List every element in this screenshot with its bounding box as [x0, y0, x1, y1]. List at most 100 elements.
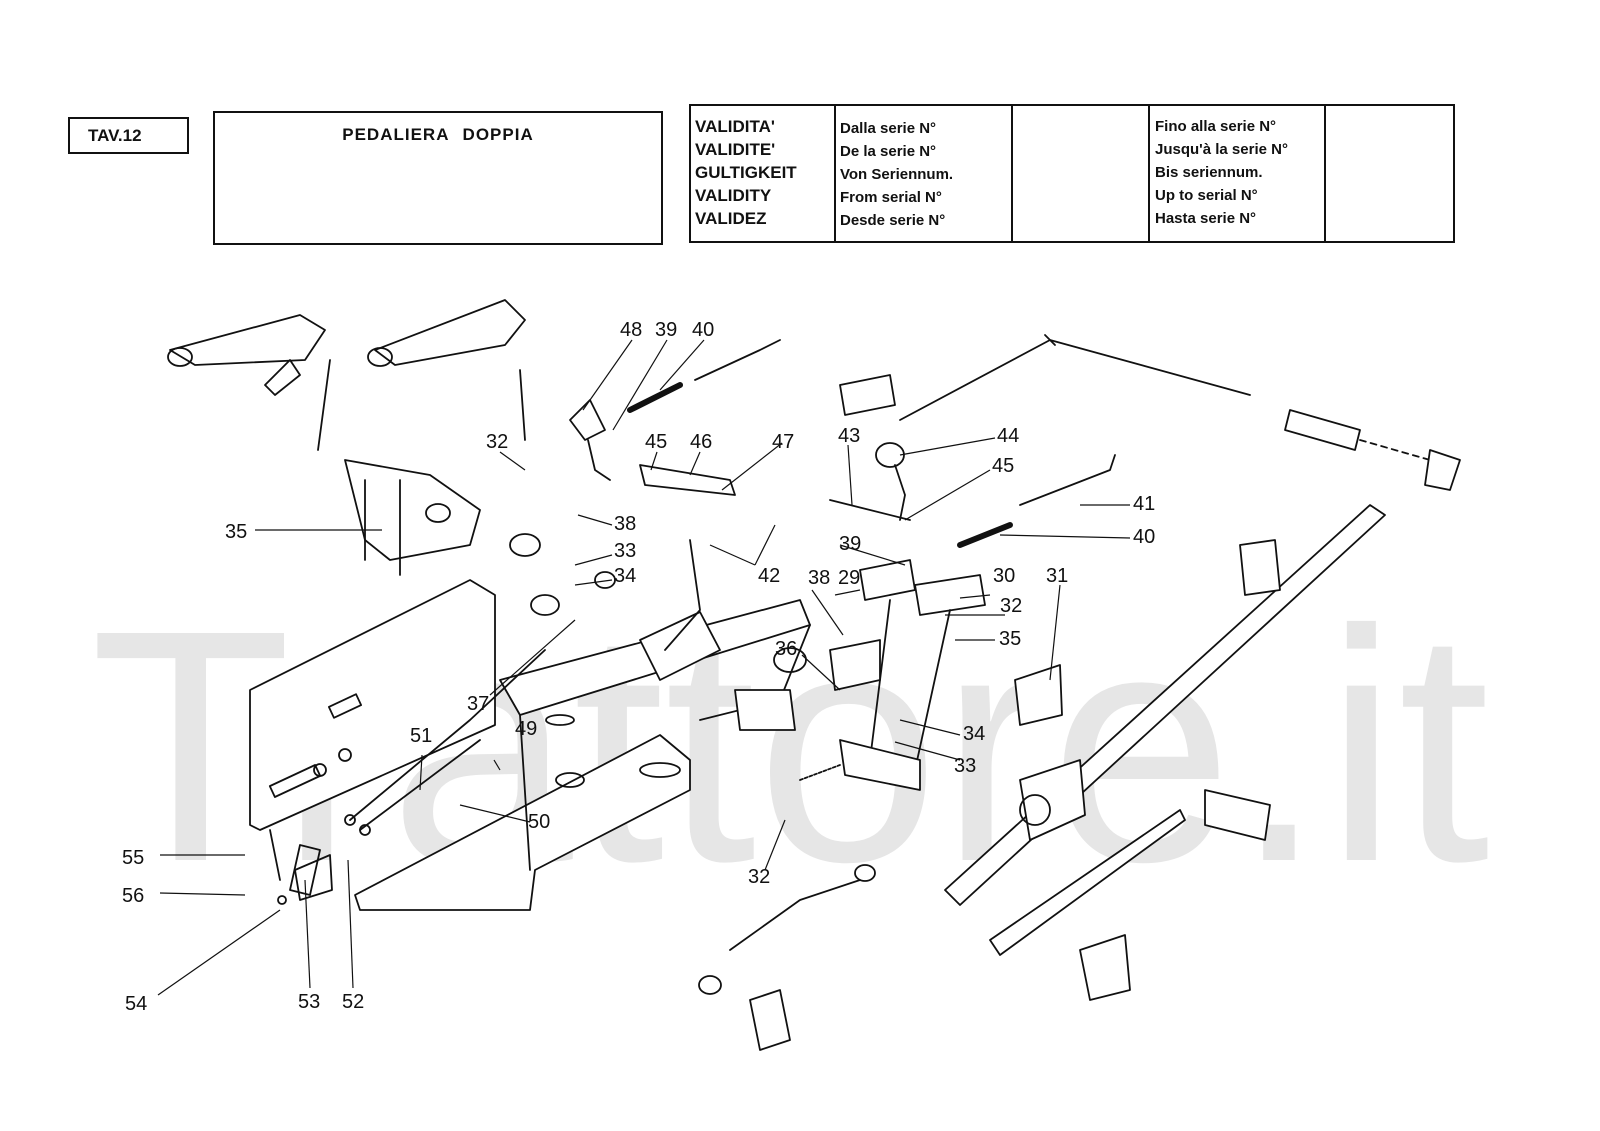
throttle-cable — [664, 539, 701, 651]
leader-line — [493, 759, 501, 771]
leader-line — [459, 804, 531, 823]
hand-lever — [374, 299, 526, 366]
table-number-box: TAV.12 — [68, 117, 189, 154]
rubber-sleeve — [627, 382, 683, 413]
ball-joint — [854, 864, 876, 882]
part-number-49: 49 — [515, 718, 537, 740]
part-number-32: 32 — [486, 431, 508, 453]
throttle-lever — [894, 464, 906, 521]
part-number-45: 45 — [645, 431, 667, 453]
leader-line — [894, 741, 961, 761]
leader-line — [499, 451, 526, 471]
leader-line — [754, 524, 776, 566]
leader-line — [899, 437, 996, 456]
bushing — [425, 503, 451, 523]
leader-lines — [157, 339, 1131, 996]
lever-arm — [749, 989, 791, 1051]
ball-joint — [698, 975, 722, 995]
shift-rod — [899, 339, 1251, 421]
leader-line — [999, 534, 1131, 539]
brake-pedal-pad — [914, 574, 986, 616]
rail-edge — [519, 714, 531, 871]
part-number-39: 39 — [655, 319, 677, 341]
mounting-plate — [1239, 539, 1281, 596]
bearing-shaft — [734, 689, 796, 731]
plate-hole — [313, 763, 327, 777]
validity-table: VALIDITA' VALIDITE' GULTIGKEIT VALIDITY … — [689, 104, 1455, 243]
pedal-arm — [587, 439, 611, 481]
rubber-grip — [1284, 409, 1361, 451]
bushing — [773, 647, 807, 673]
leader-line — [839, 544, 906, 566]
validity-label: GULTIGKEIT — [695, 163, 797, 182]
leader-line — [419, 754, 423, 791]
part-number-45: 45 — [992, 455, 1014, 477]
lever-bracket — [289, 844, 321, 896]
plate-hole — [338, 748, 352, 762]
slot — [639, 762, 681, 778]
accelerator-pedal — [569, 399, 606, 441]
throttle-knob — [875, 442, 905, 468]
leader-line — [764, 819, 786, 871]
part-number-35: 35 — [999, 628, 1021, 650]
pedal-bracket — [839, 739, 921, 791]
bracket — [1019, 759, 1086, 841]
throttle-rod — [1019, 454, 1116, 506]
part-number-42: 42 — [758, 565, 780, 587]
part-number-34: 34 — [963, 723, 985, 745]
validity-divider — [1011, 106, 1013, 241]
validity-labels: VALIDITA' VALIDITE' GULTIGKEIT VALIDITY … — [695, 115, 797, 230]
title-box: PEDALIERA DOPPIA — [213, 111, 663, 245]
control-cable — [349, 649, 546, 821]
to-serial-label: Fino alla serie N° — [1155, 118, 1277, 135]
part-number-48: 48 — [620, 319, 642, 341]
leader-line — [721, 442, 783, 491]
table-number: TAV.12 — [88, 126, 142, 145]
to-serial-label: Hasta serie N° — [1155, 210, 1257, 227]
part-number-40: 40 — [1133, 526, 1155, 548]
part-number-32: 32 — [1000, 595, 1022, 617]
pin — [277, 895, 287, 905]
part-number-34: 34 — [614, 565, 636, 587]
validity-to: Fino alla serie N° Jusqu'à la serie N° B… — [1155, 115, 1288, 230]
foot-rest — [1204, 789, 1271, 841]
cable-end — [359, 824, 371, 836]
lever-grip — [167, 347, 193, 367]
leader-line — [709, 544, 756, 566]
leader-line — [689, 451, 701, 476]
bushing — [530, 594, 560, 616]
validity-divider — [1148, 106, 1150, 241]
part-number-50: 50 — [528, 811, 550, 833]
leader-line — [811, 589, 844, 636]
part-number-33: 33 — [614, 540, 636, 562]
validity-label: VALIDITY — [695, 186, 772, 205]
leader-line — [577, 514, 613, 526]
leader-line — [899, 719, 961, 736]
plate-slot — [327, 693, 363, 719]
leader-line — [612, 339, 668, 431]
validity-label: VALIDEZ — [695, 209, 767, 228]
validity-from: Dalla serie N° De la serie N° Von Serien… — [840, 117, 953, 232]
rod — [519, 369, 526, 441]
leader-line — [582, 339, 633, 411]
leader-line — [801, 654, 841, 691]
part-number-40: 40 — [692, 319, 714, 341]
mounting-bracket — [294, 854, 333, 901]
bracket — [1079, 934, 1131, 1001]
bushing — [594, 571, 616, 589]
part-number-51: 51 — [410, 725, 432, 747]
part-number-36: 36 — [775, 638, 797, 660]
foot-rest — [839, 374, 896, 416]
leader-line — [574, 554, 613, 566]
part-number-46: 46 — [690, 431, 712, 453]
part-number-33: 33 — [954, 755, 976, 777]
leader-line — [904, 469, 991, 521]
spring — [269, 829, 281, 881]
rubber-sleeve — [957, 522, 1013, 548]
part-number-55: 55 — [122, 847, 144, 869]
validity-label: VALIDITA' — [695, 117, 775, 136]
leader-line — [304, 879, 311, 989]
leader-line — [489, 619, 576, 696]
leader-line — [347, 859, 354, 989]
